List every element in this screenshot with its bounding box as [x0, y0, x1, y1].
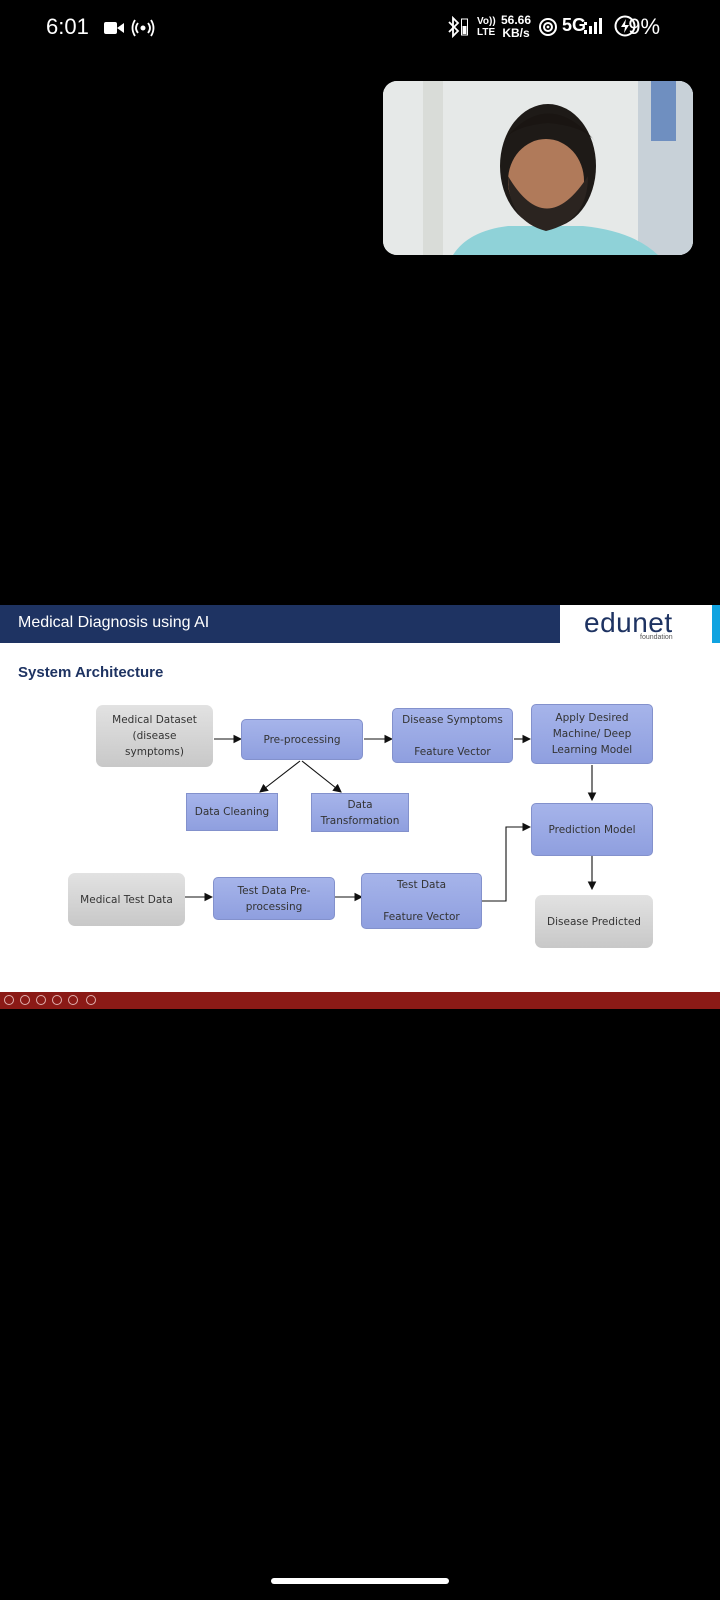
participant-video-tile[interactable] [383, 81, 693, 255]
slide-accent-tab [712, 605, 720, 643]
hotspot-icon [131, 19, 155, 37]
battery-charging-icon [614, 15, 636, 37]
node-data-transformation: Data Transformation [311, 793, 409, 832]
home-indicator[interactable] [271, 1578, 449, 1584]
wifi-icon [539, 18, 557, 36]
node-label: Prediction Model [548, 823, 636, 836]
node-medical-dataset: Medical Dataset (disease symptoms) [96, 705, 213, 767]
node-prediction-model: Prediction Model [531, 803, 653, 856]
edunet-logo: edunet [584, 607, 673, 638]
presentation-slide: Medical Diagnosis using AI edunet founda… [0, 605, 720, 992]
zoom-icon[interactable] [68, 995, 78, 1005]
signal-icon [584, 18, 602, 34]
bluetooth-icon [448, 16, 460, 38]
section-title: System Architecture [18, 664, 164, 681]
node-label: Test Data Feature Vector [383, 879, 460, 923]
architecture-connectors [185, 734, 597, 902]
net-speed-unit: KB/s [502, 26, 530, 40]
arrow-to-data-transformation [301, 760, 342, 793]
slide-header-bar: Medical Diagnosis using AI [0, 605, 560, 643]
node-label: Disease Symptoms Feature Vector [402, 713, 503, 758]
battery-small-icon [461, 18, 468, 36]
previous-icon[interactable] [4, 995, 14, 1005]
status-bar: 6:01 Vo)) LTE 56.66 KB/s 5G 9% [0, 0, 720, 58]
battery-percent: 9% [628, 14, 660, 39]
slide-title: Medical Diagnosis using AI [18, 614, 210, 631]
pen-icon[interactable] [36, 995, 46, 1005]
next-icon[interactable] [20, 995, 30, 1005]
node-preprocessing: Pre-processing [241, 719, 363, 760]
participant-video [383, 81, 693, 255]
node-test-data-preprocessing: Test Data Pre- processing [213, 877, 335, 920]
slideshow-toolbar [0, 992, 720, 1009]
volte-icon: Vo)) LTE [477, 16, 497, 38]
clock: 6:01 [46, 14, 89, 39]
node-medical-test-data: Medical Test Data [68, 873, 185, 926]
network-type: 5G [562, 15, 587, 35]
node-test-data-feature-vector: Test Data Feature Vector [361, 873, 482, 929]
slides-icon[interactable] [52, 995, 62, 1005]
node-label: Medical Test Data [80, 893, 173, 906]
node-apply-ml-model: Apply Desired Machine/ Deep Learning Mod… [531, 704, 653, 764]
node-label: Medical Dataset (disease symptoms) [112, 714, 197, 758]
node-label: Data Transformation [320, 798, 400, 827]
node-label: Test Data Pre- processing [237, 884, 311, 913]
arrow-to-data-cleaning [259, 760, 301, 793]
node-label: Pre-processing [263, 733, 341, 746]
node-data-cleaning: Data Cleaning [186, 793, 278, 831]
volte-label: Vo)) LTE [477, 16, 496, 38]
edunet-logo-sub: foundation [640, 634, 673, 641]
net-speed-value: 56.66 [501, 13, 532, 27]
video-camera-icon [104, 22, 124, 34]
node-label: Disease Predicted [547, 915, 641, 928]
more-icon[interactable] [86, 995, 96, 1005]
node-label: Data Cleaning [194, 806, 270, 818]
node-disease-symptoms-feature-vector: Disease Symptoms Feature Vector [392, 708, 513, 763]
arrow-testvector-to-prediction [482, 822, 532, 902]
node-disease-predicted: Disease Predicted [535, 895, 653, 948]
node-label: Apply Desired Machine/ Deep Learning Mod… [551, 712, 633, 756]
network-speed: 56.66 KB/s [501, 14, 531, 40]
